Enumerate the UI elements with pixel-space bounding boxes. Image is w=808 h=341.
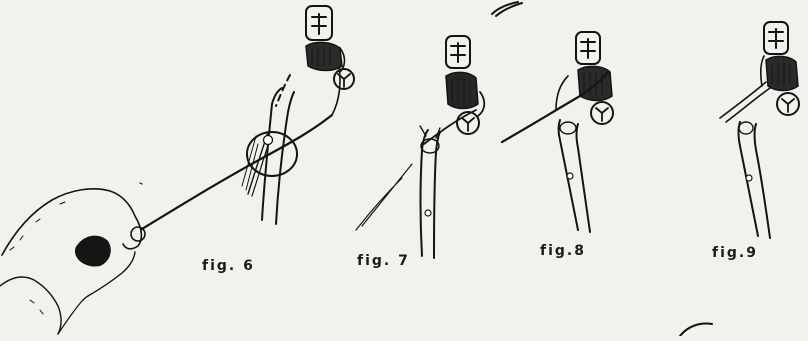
hand-shadow — [75, 236, 111, 267]
tweezers-icon — [420, 126, 440, 258]
dot-mark — [140, 183, 142, 184]
molar-icon — [306, 6, 332, 40]
premolar-icon — [334, 69, 354, 89]
tweezers-icon — [559, 120, 591, 232]
fig-7-label: fig. 7 — [357, 253, 410, 269]
figure-9 — [720, 22, 799, 238]
cotton-roll-icon — [446, 72, 478, 108]
corner-curve — [680, 324, 712, 337]
premolar-icon — [777, 93, 799, 115]
fig-6-label: fig. 6 — [202, 258, 255, 274]
tweezers-icon — [739, 122, 771, 238]
cotton-roll-icon — [766, 56, 798, 90]
premolar-icon — [591, 102, 613, 124]
cotton-roll-icon — [306, 42, 345, 72]
floss-line — [142, 115, 332, 229]
fig-9-label: fig.9 — [712, 245, 758, 261]
figure-6 — [0, 6, 354, 334]
figure-8 — [502, 32, 613, 232]
molar-icon — [446, 36, 470, 68]
hand-drawing — [0, 189, 145, 334]
floss-line — [720, 82, 770, 122]
tweezers-icon — [242, 88, 294, 224]
molar-icon — [764, 22, 788, 54]
fig-8-label: fig.8 — [540, 243, 586, 259]
floss-strands — [356, 164, 412, 230]
molar-icon — [576, 32, 600, 64]
contact-point — [264, 136, 273, 145]
figure-7 — [356, 36, 484, 258]
cotton-roll-icon — [578, 66, 612, 100]
top-scribble — [492, 2, 522, 16]
